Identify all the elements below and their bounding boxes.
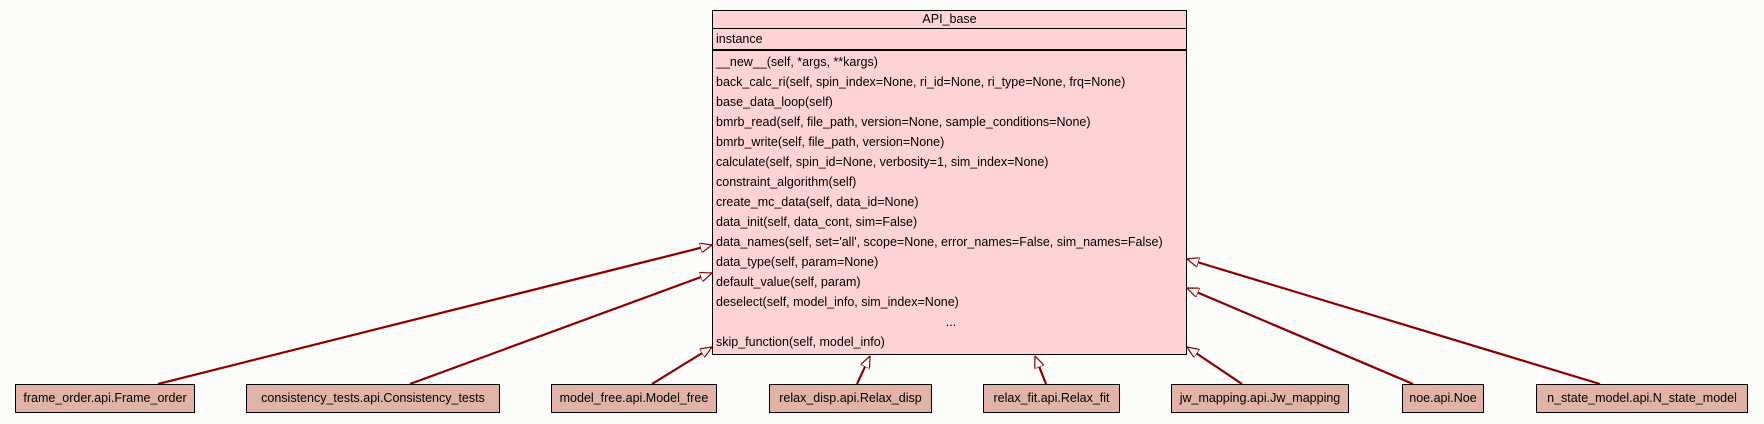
edge-jw-mapping <box>1187 346 1243 385</box>
method-base-data-loop: base_data_loop(self) <box>716 95 833 109</box>
method-new: __new__(self, *args, **kargs) <box>716 55 878 69</box>
method-bmrb-write: bmrb_write(self, file_path, version=None… <box>716 135 945 149</box>
base-class-name: API_base <box>713 11 1186 29</box>
method-back-calc-ri: back_calc_ri(self, spin_index=None, ri_i… <box>716 75 1126 89</box>
subclass-relax-disp[interactable]: relax_disp.api.Relax_disp <box>769 384 932 413</box>
edge-consistency-tests <box>409 273 712 386</box>
base-class-node[interactable]: API_base instance __new__(self, *args, *… <box>712 10 1187 355</box>
base-class-attribute: instance <box>716 32 763 46</box>
edge-frame-order <box>157 245 712 386</box>
method-skip-function: skip_function(self, model_info) <box>716 335 885 349</box>
subclass-noe[interactable]: noe.api.Noe <box>1402 384 1484 413</box>
method-calculate: calculate(self, spin_id=None, verbosity=… <box>716 155 1049 169</box>
subclass-n-state-model[interactable]: n_state_model.api.N_state_model <box>1536 384 1748 413</box>
method-bmrb-read: bmrb_read(self, file_path, version=None,… <box>716 115 1091 129</box>
edge-model-free <box>651 346 712 385</box>
subclass-jw-mapping[interactable]: jw_mapping.api.Jw_mapping <box>1171 384 1349 413</box>
subclass-relax-fit[interactable]: relax_fit.api.Relax_fit <box>983 384 1120 413</box>
edge-n-state-model <box>1187 259 1601 386</box>
method-deselect: deselect(self, model_info, sim_index=Non… <box>716 295 959 309</box>
edge-relax-disp <box>856 356 871 385</box>
subclass-consistency-tests[interactable]: consistency_tests.api.Consistency_tests <box>246 384 500 413</box>
method-data-init: data_init(self, data_cont, sim=False) <box>716 215 918 229</box>
subclass-frame-order[interactable]: frame_order.api.Frame_order <box>15 384 195 413</box>
base-class-attributes: instance <box>713 29 1186 51</box>
method-data-names: data_names(self, set='all', scope=None, … <box>716 235 1163 249</box>
inheritance-edges <box>157 245 1601 386</box>
method-constraint-algorithm: constraint_algorithm(self) <box>716 175 857 189</box>
method-default-value: default_value(self, param) <box>716 275 861 289</box>
edge-relax-fit <box>1033 356 1048 385</box>
method-create-mc-data: create_mc_data(self, data_id=None) <box>716 195 919 209</box>
subclass-model-free[interactable]: model_free.api.Model_free <box>551 384 717 413</box>
edge-noe <box>1187 286 1414 386</box>
base-class-methods: __new__(self, *args, **kargs) back_calc_… <box>713 51 1186 352</box>
methods-ellipsis: ... <box>945 315 957 329</box>
method-data-type: data_type(self, param=None) <box>716 255 879 269</box>
